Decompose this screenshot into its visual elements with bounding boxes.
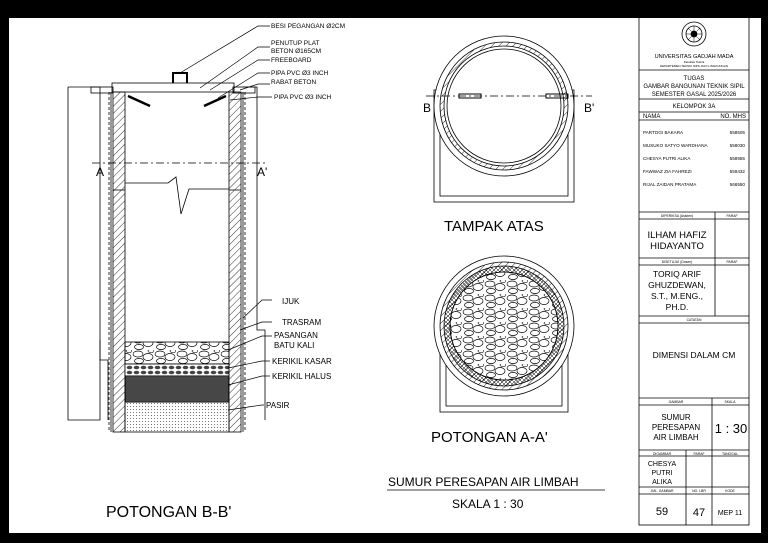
- tb-notes-label: CATATAN: [687, 318, 702, 322]
- tb-drawer-3: ALIKA: [652, 479, 672, 486]
- tb-task: TUGAS: [684, 76, 705, 82]
- title-section-bb: POTONGAN B-B': [106, 504, 231, 521]
- label-pasangan-2: BATU KALI: [274, 341, 314, 350]
- label-pipa-1: PIPA PVC Ø3 INCH: [271, 70, 329, 77]
- cut-a-right: A': [257, 165, 267, 179]
- tb-lecturer-3: S.T., M.ENG.,: [651, 291, 703, 301]
- tb-member-no: 559432: [730, 169, 746, 174]
- top-view-text: B B' TAMPAK ATAS: [423, 101, 594, 235]
- tb-no-value: 47: [693, 507, 705, 519]
- label-penutup-1: PENUTUP PLAT: [271, 40, 320, 47]
- tb-drawing-label: GAMBAR: [669, 400, 684, 404]
- tb-date-label: TANGGAL: [722, 452, 738, 456]
- tb-member-no: 558955: [730, 156, 746, 161]
- tb-drawing-1: SUMUR: [661, 413, 691, 422]
- label-pasangan-1: PASANGAN: [274, 331, 318, 340]
- tb-paraf-label: PARAF: [726, 214, 737, 218]
- tb-semester: SEMESTER GASAL 2025/2026: [652, 92, 737, 98]
- tb-member-name: PARTOGI BAKARA: [643, 130, 684, 135]
- label-pipa-2: PIPA PVC Ø3 INCH: [274, 94, 332, 101]
- section-bb-leaders: [179, 25, 272, 411]
- cut-b-right: B': [584, 101, 594, 115]
- tb-drawer-2: PUTRI: [652, 470, 673, 477]
- label-penutup-2: BETON Ø165CM: [271, 48, 321, 55]
- label-freeboard: FREEBOARD: [271, 57, 312, 64]
- section-aa-text: POTONGAN A-A' SUMUR PERESAPAN AIR LIMBAH…: [387, 429, 605, 511]
- tb-department: DEPARTEMEN TEKNIK SIPIL DAN LINGKUNGAN: [660, 64, 728, 68]
- tb-scale-label: SKALA: [725, 400, 737, 404]
- tb-drawing-3: AIR LIMBAH: [653, 433, 699, 442]
- tb-lecturer-2: GHUZDEWAN,: [648, 280, 706, 290]
- tb-member-no: 558505: [730, 130, 746, 135]
- label-pasir: PASIR: [266, 401, 290, 410]
- tb-course: GAMBAR BANGUNAN TEKNIK SIPIL: [643, 84, 745, 90]
- tb-code-value: MEP 11: [718, 510, 742, 517]
- section-bb-text: BESI PEGANGAN Ø2CM PENUTUP PLAT BETON Ø1…: [96, 23, 345, 521]
- tb-drawn-label: DIGAMBAR: [653, 452, 672, 456]
- drawing-scale: SKALA 1 : 30: [452, 497, 524, 511]
- tb-count-label: JML. GAMBAR: [651, 489, 675, 493]
- tb-code-label: KODE: [725, 489, 735, 493]
- title-section-aa: POTONGAN A-A': [431, 429, 548, 446]
- label-ijuk: IJUK: [282, 297, 300, 306]
- section-aa-drawing: [433, 255, 575, 413]
- label-kerikil-kasar: KERIKIL KASAR: [272, 357, 332, 366]
- tb-group: KELOMPOK 3A: [673, 104, 716, 110]
- tb-checked-label: DIPERIKSA (Asisten): [661, 214, 693, 218]
- tb-lecturer-4: PH.D.: [666, 302, 689, 312]
- title-block-text: UNIVERSITAS GADJAH MADA Fakultas Teknik …: [643, 54, 747, 519]
- tb-scale-value: 1 : 30: [715, 421, 748, 436]
- tb-checker-1: ILHAM HAFIZ: [647, 230, 706, 241]
- label-rabat: RABAT BETON: [271, 79, 316, 86]
- tb-notes: DIMENSI DALAM CM: [653, 350, 736, 360]
- label-kerikil-halus: KERIKIL HALUS: [272, 372, 331, 381]
- section-bb-drawing: [67, 72, 266, 433]
- tb-member-name: FAWWAZ ZIA FAHREZI: [643, 169, 692, 174]
- top-view-drawing: [426, 35, 592, 203]
- cut-a-left: A: [96, 165, 104, 179]
- label-trasram: TRASRAM: [282, 318, 321, 327]
- tb-member-name: CHESYA PUTRI ALIKA: [643, 156, 691, 161]
- tb-university: UNIVERSITAS GADJAH MADA: [655, 54, 734, 60]
- tb-no-label: NO. LBR: [692, 489, 706, 493]
- tb-paraf-label-3: PARAF: [693, 452, 704, 456]
- tb-member-name: MUSUKO SATYO WARDHANA: [643, 143, 709, 148]
- tb-drawing-2: PERESAPAN: [652, 423, 701, 432]
- title-block: [638, 16, 750, 526]
- tb-count-value: 59: [656, 506, 668, 518]
- label-besi: BESI PEGANGAN Ø2CM: [271, 23, 345, 30]
- tb-member-no: 566550: [730, 182, 746, 187]
- tb-member-name: RIJAL ZAIDAN PRATAMA: [643, 182, 697, 187]
- tb-faculty: Fakultas Teknik: [684, 60, 705, 64]
- sheet-paper: [8, 17, 762, 534]
- tb-drawer-1: CHESYA: [648, 461, 677, 468]
- tb-approved-label: DISETUJUI (Dosen): [662, 260, 693, 264]
- tb-col-no: NO. MHS: [720, 114, 746, 120]
- tb-checker-2: HIDAYANTO: [650, 241, 704, 252]
- tb-member-no: 558030: [730, 143, 746, 148]
- drawing-title: SUMUR PERESAPAN AIR LIMBAH: [388, 475, 579, 489]
- tb-lecturer-1: TORIQ ARIF: [653, 269, 701, 279]
- tb-col-name: NAMA: [643, 114, 660, 120]
- cut-b-left: B: [423, 101, 431, 115]
- tb-paraf-label-2: PARAF: [726, 260, 737, 264]
- title-top-view: TAMPAK ATAS: [444, 218, 544, 235]
